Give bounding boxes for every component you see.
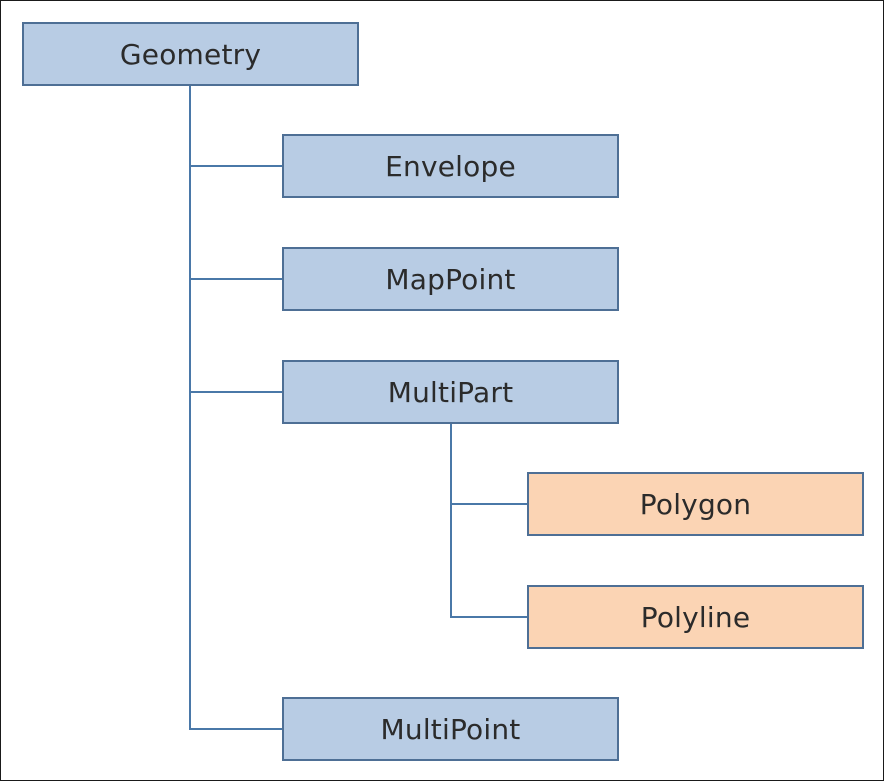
node-polygon: Polygon	[527, 472, 864, 536]
node-mappoint: MapPoint	[282, 247, 619, 311]
node-multipoint-label: MultiPoint	[380, 712, 521, 746]
node-polyline: Polyline	[527, 585, 864, 649]
node-polygon-label: Polygon	[639, 487, 752, 521]
node-geometry-label: Geometry	[119, 37, 262, 71]
node-polyline-label: Polyline	[640, 600, 751, 634]
node-multipoint: MultiPoint	[282, 697, 619, 761]
node-envelope: Envelope	[282, 134, 619, 198]
node-multipart-label: MultiPart	[387, 375, 514, 409]
node-mappoint-label: MapPoint	[385, 262, 516, 296]
node-envelope-label: Envelope	[385, 149, 516, 183]
node-geometry: Geometry	[22, 22, 359, 86]
node-multipart: MultiPart	[282, 360, 619, 424]
